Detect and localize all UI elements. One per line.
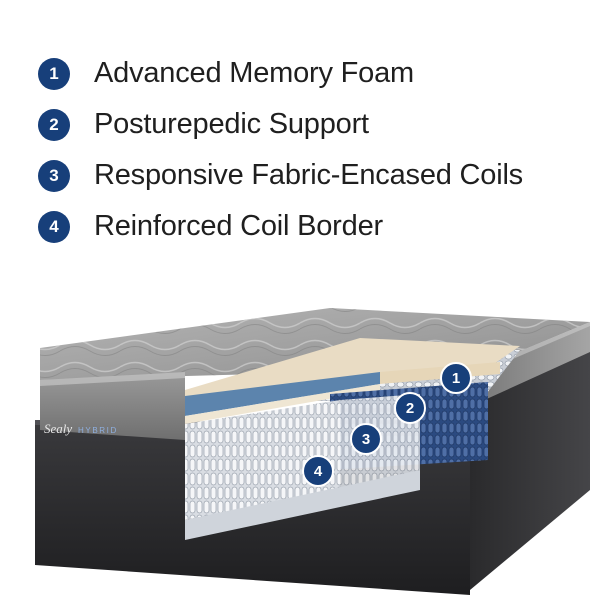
feature-item-2: 2 Posturepedic Support	[38, 99, 588, 150]
svg-text:4: 4	[314, 463, 323, 480]
svg-text:3: 3	[362, 431, 370, 448]
svg-text:1: 1	[452, 370, 460, 387]
layer-marker-3: 3	[350, 423, 382, 455]
feature-list: 1 Advanced Memory Foam 2 Posturepedic Su…	[38, 48, 588, 252]
layer-marker-4: 4	[302, 455, 334, 487]
border-coil-layer	[185, 470, 420, 540]
layer-marker-1: 1	[440, 362, 472, 394]
number-badge-4: 4	[38, 210, 70, 243]
memory-foam-layer	[185, 372, 380, 416]
layer-marker-2: 2	[394, 392, 426, 424]
number-badge-1: 1	[38, 57, 70, 90]
feature-label-3: Responsive Fabric-Encased Coils	[94, 159, 523, 191]
mattress-front	[40, 372, 185, 440]
feature-label-1: Advanced Memory Foam	[94, 57, 414, 89]
brand-line: HYBRID	[78, 426, 118, 435]
brand-script: Sealy	[44, 421, 72, 436]
feature-item-3: 3 Responsive Fabric-Encased Coils	[38, 150, 588, 201]
white-coil-layer	[185, 400, 340, 520]
svg-text:2: 2	[406, 400, 414, 417]
number-badge-2: 2	[38, 108, 70, 141]
mattress-svg: Sealy HYBRID 1 2 3 4	[35, 308, 590, 595]
mattress-cutaway-illustration: Sealy HYBRID 1 2 3 4	[0, 290, 600, 600]
feature-item-1: 1 Advanced Memory Foam	[38, 48, 588, 99]
base-side	[470, 332, 590, 590]
feature-item-4: 4 Reinforced Coil Border	[38, 201, 588, 252]
number-badge-3: 3	[38, 159, 70, 192]
feature-label-2: Posturepedic Support	[94, 108, 369, 140]
feature-label-4: Reinforced Coil Border	[94, 210, 383, 242]
mattress-side	[480, 322, 590, 402]
